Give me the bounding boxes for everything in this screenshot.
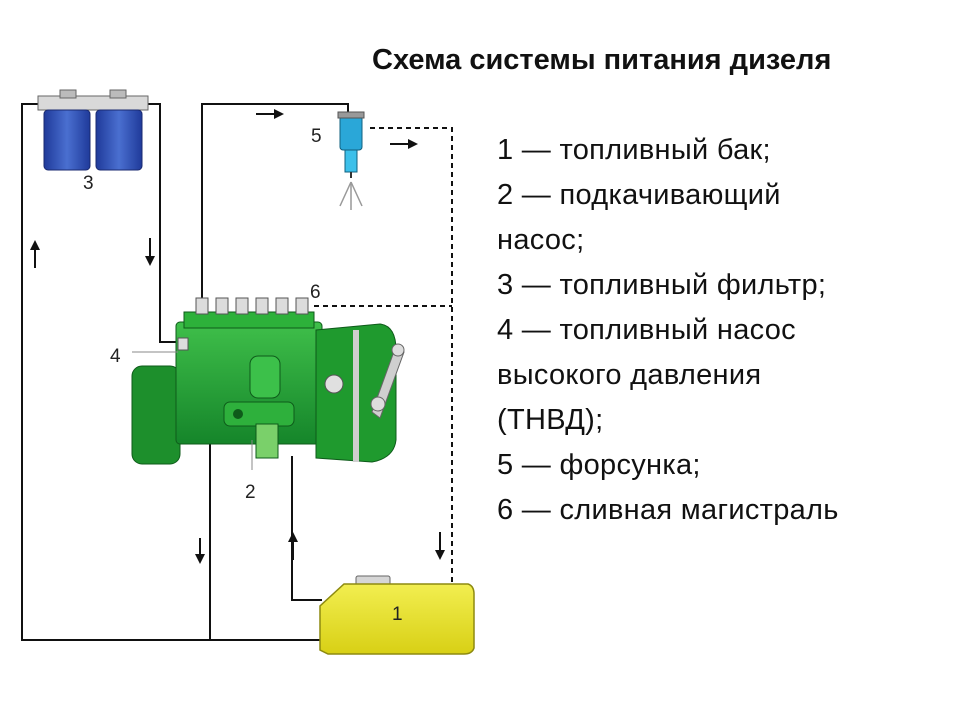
legend-item-filter: 3 — топливный фильтр; <box>497 269 827 301</box>
injection-pump <box>131 297 405 465</box>
diagram-title: Схема системы питания дизеля <box>372 44 832 76</box>
line-liftpump-from-tank <box>291 456 322 601</box>
return-line <box>370 127 453 582</box>
line-tank-to-liftpump <box>209 419 263 640</box>
arrow-down-return <box>435 532 445 560</box>
arrow-up-liftpump <box>288 532 298 560</box>
label-filter: 3 <box>83 173 94 194</box>
flow-arrows <box>30 109 445 564</box>
arrow-right-top <box>256 109 284 119</box>
fuel-tank <box>319 575 475 655</box>
line-filter-to-pump <box>146 103 184 343</box>
fuel-filter <box>37 89 149 171</box>
legend-item-lift-pump-cont: насос; <box>497 224 585 256</box>
label-injector: 5 <box>311 126 322 147</box>
label-tank: 1 <box>392 604 403 625</box>
legend-item-return-line: 6 — сливная магистраль <box>497 494 839 526</box>
arrow-down-left-bottom <box>195 538 205 564</box>
legend-item-injection-pump-abbr: (ТНВД); <box>497 404 604 436</box>
label-return-line: 6 <box>310 282 321 303</box>
arrow-right-return <box>390 139 418 149</box>
legend-item-injector: 5 — форсунка; <box>497 449 701 481</box>
line-tank-to-filter <box>21 103 320 641</box>
legend-item-lift-pump: 2 — подкачивающий <box>497 179 781 211</box>
line-pump-to-injector <box>201 103 349 300</box>
legend-item-tank: 1 — топливный бак; <box>497 134 771 166</box>
arrow-down-filter <box>145 238 155 266</box>
label-lift-pump: 2 <box>245 482 256 503</box>
delivery-valves <box>195 297 309 315</box>
arrow-up-left <box>30 240 40 268</box>
injector <box>337 111 365 210</box>
label-injection-pump: 4 <box>110 346 121 367</box>
legend: 1 — топливный бак; 2 — подкачивающий нас… <box>497 128 957 533</box>
legend-item-injection-pump: 4 — топливный насос <box>497 314 796 346</box>
legend-item-injection-pump-cont: высокого давления <box>497 359 762 391</box>
